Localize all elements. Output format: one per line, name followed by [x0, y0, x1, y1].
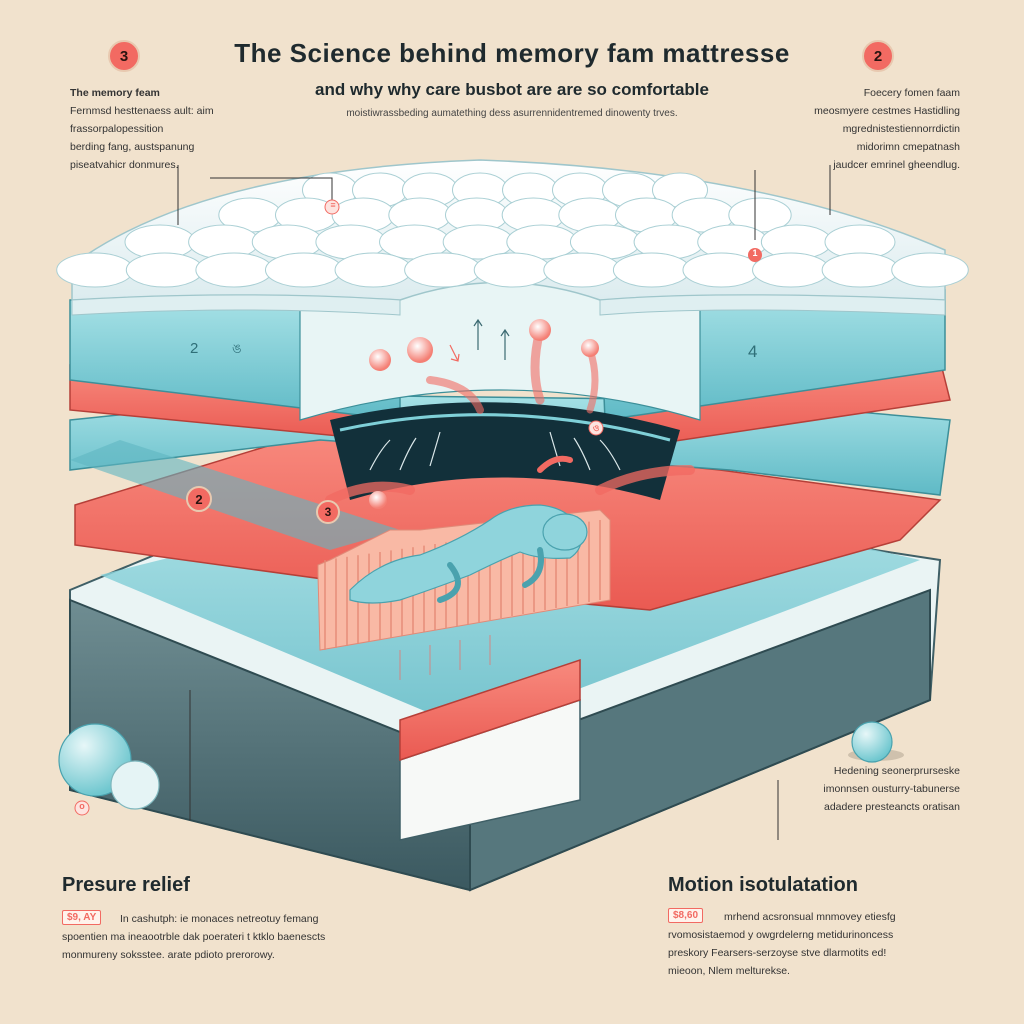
motion-isolation-text: mrhend acsronsual mnmovey etiesfg rvomos… — [668, 908, 968, 980]
left-callout-line: piseatvahicr donmures. — [70, 159, 179, 171]
decor-spheres-left — [58, 723, 160, 816]
pressure-relief-heading: Presure relief — [62, 874, 190, 896]
step-badge-top-left: 3 — [108, 40, 140, 72]
right-callout-line: meosmyere cestmes Hastidling — [814, 105, 960, 117]
pressure-price-tag: $9, AY — [62, 910, 102, 925]
marker-mid: ও — [592, 423, 600, 433]
motion-isolation-line: preskory Fearsers-serzoyse stve dlarmoti… — [668, 947, 887, 959]
page-title: The Science behind memory fam mattresse — [234, 38, 790, 68]
step-badge-top-right: 2 — [862, 40, 894, 72]
marker-top: ≡ — [330, 200, 336, 210]
callout-markers — [324, 199, 762, 436]
quilt-puff — [821, 252, 900, 288]
quilt-puff — [473, 252, 552, 288]
quilted-comfort-top — [56, 159, 969, 316]
layer-label-left: 2 — [190, 340, 199, 357]
layer-badge-2: 2 — [186, 486, 212, 512]
leader-lines — [177, 165, 831, 840]
layer-label-right: 4 — [748, 342, 758, 361]
pressure-relief-text: In cashutph: ie monaces netreotuy femang… — [62, 910, 482, 964]
left-callout-line: frassorpalopessition — [70, 123, 164, 135]
quilt-puff — [682, 252, 761, 288]
left-callout-title: The memory feam — [70, 87, 160, 99]
right-callout: Foecery fomen faam meosmyere cestmes Has… — [760, 84, 960, 174]
right-mid-callout: Hedening seonerprurseske imonnsen oustur… — [770, 762, 960, 816]
quilt-puff — [125, 252, 204, 288]
right-callout-line: mgrednistestiennorrdictin — [842, 123, 960, 135]
quilt-puff — [334, 252, 413, 288]
left-callout: The memory feam Fernmsd hesttenaess ault… — [70, 84, 270, 174]
motion-isolation-line: rvomosistaemod y owgrdelerng metidurinon… — [668, 929, 894, 941]
motion-isolation-line: mrhend acsronsual mnmovey etiesfg — [724, 911, 896, 923]
decor-sphere-right — [848, 721, 904, 763]
motion-price-tag: $8,60 — [668, 908, 704, 923]
left-callout-line: Fernmsd hesttenaess ault: aim — [70, 105, 214, 117]
left-callout-line: berding fang, austspanung — [70, 141, 195, 153]
right-callout-line: midorimn cmepatnash — [856, 141, 960, 153]
cutaway-chamber — [299, 279, 701, 509]
right-mid-callout-line: imonnsen ousturry-tabunerse — [823, 783, 960, 795]
pressure-relief-line: In cashutph: ie monaces netreotuy femang — [120, 913, 319, 925]
pressure-relief-line: monmureny soksstee. arate pdioto preroro… — [62, 949, 275, 961]
quilt-puff — [612, 252, 691, 288]
page-subtitle: and why why care busbot are are so comfo… — [315, 80, 709, 99]
right-callout-title: Foecery fomen faam — [863, 87, 960, 99]
motion-isolation-heading: Motion isotulatation — [668, 874, 858, 896]
motion-isolation-line: mieoon, Nlem melturekse. — [668, 965, 790, 977]
pressure-relief-line: spoentien ma ineaootrble dak poerateri t… — [62, 931, 326, 943]
marker-spheres: o — [79, 801, 85, 811]
right-mid-callout-line: adadere presteancts oratisan — [823, 801, 960, 813]
layer-mark-left: ঙ — [232, 341, 242, 356]
quilt-puff — [195, 252, 273, 288]
quilt-puff — [891, 252, 969, 288]
quilt-puff — [56, 252, 134, 288]
quilt-puff — [543, 252, 621, 288]
right-callout-line: jaudcer emrinel gheendlug. — [833, 159, 960, 171]
page-tagline: moistiwrassbeding aumatething dess asurr… — [346, 108, 678, 119]
quilt-puff — [264, 252, 343, 288]
layer-badge-3: 3 — [316, 500, 340, 524]
marker-right: 1 — [752, 248, 758, 258]
quilt-puff — [752, 252, 830, 288]
reclining-figure — [349, 504, 588, 604]
quilt-puff — [404, 252, 482, 288]
right-mid-callout-line: Hedening seonerprurseske — [833, 765, 960, 777]
